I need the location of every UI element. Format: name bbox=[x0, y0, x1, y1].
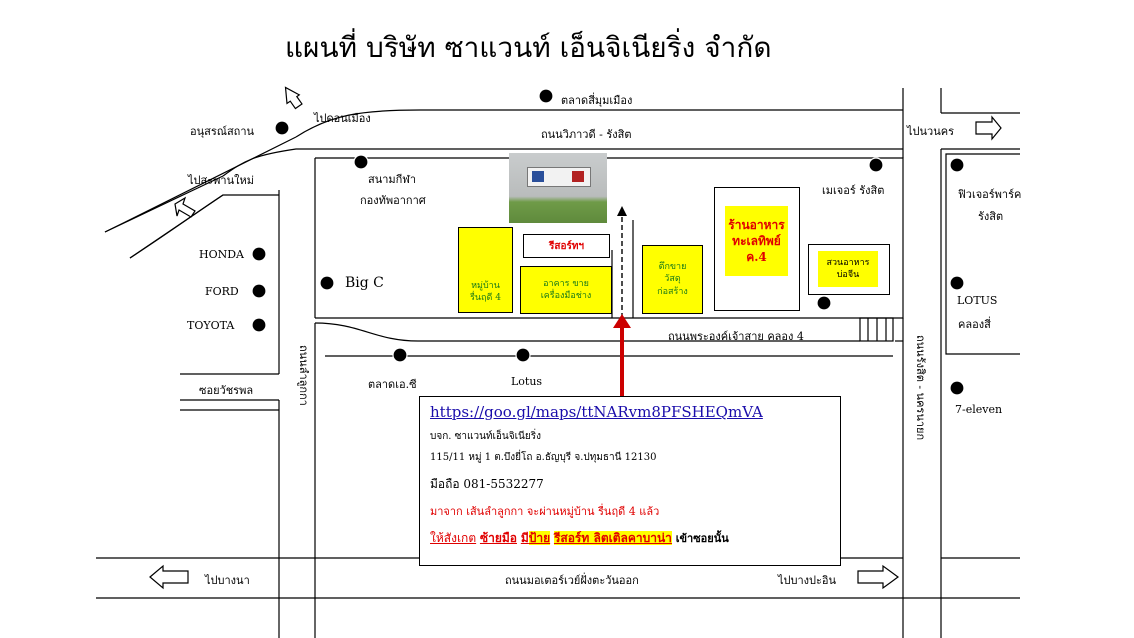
pin-talat-aor-sor bbox=[392, 347, 408, 363]
to-saphan-mai-label: ไปสะพานใหม่ bbox=[188, 174, 254, 187]
info-card: https://goo.gl/maps/ttNARvm8PFSHEQmVA บจ… bbox=[419, 396, 841, 566]
route-arrow-head bbox=[613, 314, 631, 328]
to-nava-nakorn-label: ไปนวนคร bbox=[907, 125, 954, 138]
mobile-number: มือถือ 081-5532277 bbox=[430, 477, 544, 491]
diagonal-road-edge-3 bbox=[104, 175, 224, 233]
village-label-2: รื่นฤดี 4 bbox=[470, 292, 501, 303]
garden-restaurant-label-2: บ่อจีน bbox=[836, 270, 860, 280]
central-block-outline bbox=[315, 157, 904, 319]
pin-ford bbox=[251, 283, 267, 299]
ford-label: FORD bbox=[205, 285, 239, 298]
future-park-block bbox=[945, 153, 1020, 355]
motorway-label: ถนนมอเตอร์เวย์ฝั่งตะวันออก bbox=[505, 574, 639, 587]
lotus-klong-si-label-2: คลองสี่ bbox=[958, 318, 991, 331]
honda-label: HONDA bbox=[199, 248, 244, 261]
lotus-klong-si-label-1: LOTUS bbox=[957, 294, 998, 307]
pin-lotus-klong-si bbox=[949, 275, 965, 291]
right-road-label: ถนนรังสิต - นครนายก bbox=[914, 335, 927, 440]
to-bang-na-label: ไปบางนา bbox=[205, 574, 250, 587]
seafood-restaurant-box: ร้านอาหาร ทะเลทิพย์ ค.4 bbox=[725, 206, 788, 276]
map-link[interactable]: https://goo.gl/maps/ttNARvm8PFSHEQmVA bbox=[430, 403, 763, 421]
route-instruction: มาจาก เส้นลำลูกกา จะผ่านหมู่บ้าน รื่นฤดี… bbox=[430, 505, 660, 518]
garden-restaurant-box: สวนอาหาร บ่อจีน bbox=[818, 251, 878, 287]
have-text: มี bbox=[520, 531, 529, 545]
pin-future-park bbox=[949, 157, 965, 173]
future-park-label-1: ฟิวเจอร์พาร์ค bbox=[958, 188, 1022, 201]
company-photo bbox=[509, 153, 607, 223]
pin-big-c bbox=[319, 275, 335, 291]
soi-witcharaphon-label: ซอยวัชรพล bbox=[199, 384, 254, 397]
phra-ong-road-bottom bbox=[314, 322, 860, 342]
sign-text: ป้าย bbox=[528, 531, 551, 545]
lam-luk-ka-road-label: ถนนลำลูกกา bbox=[297, 345, 310, 406]
left-block-edge-1 bbox=[129, 194, 279, 259]
arrow-to-bang-pa-in bbox=[857, 564, 900, 590]
left-hand-text: ซ้ายมือ bbox=[479, 531, 517, 545]
future-park-label-2: รังสิต bbox=[978, 210, 1004, 223]
pin-honda bbox=[251, 246, 267, 262]
company-sign bbox=[527, 167, 591, 187]
talat-aor-sor-label: ตลาดเอ.ซี bbox=[368, 378, 417, 391]
garden-restaurant-label-1: สวนอาหาร bbox=[826, 257, 870, 268]
arrow-to-bang-na bbox=[149, 564, 189, 590]
pin-major bbox=[868, 157, 884, 173]
pin-anusawari bbox=[274, 120, 290, 136]
to-don-mueang-label: ไปดอนเมือง bbox=[314, 112, 371, 125]
phra-ong-road-label: ถนนพระองค์เจ้าสาย คลอง 4 bbox=[668, 330, 804, 343]
building-materials-label-1: ตึกขาย bbox=[658, 262, 687, 273]
vibhavadi-road-label: ถนนวิภาวดี - รังสิต bbox=[541, 128, 632, 141]
arrow-to-don-mueang bbox=[284, 86, 303, 110]
seven-eleven-label: 7-eleven bbox=[955, 403, 1003, 416]
to-bang-pa-in-label: ไปบางปะอิน bbox=[778, 574, 837, 587]
page-title: แผนที่ บริษัท ซาแวนท์ เอ็นจิเนียริ่ง จำก… bbox=[285, 31, 772, 64]
seafood-restaurant-label-3: ค.4 bbox=[746, 250, 767, 265]
notice-line: ให้สังเกต ซ้ายมือ มีป้าย รีสอร์ท ลิตเติล… bbox=[430, 529, 729, 548]
major-label: เมเจอร์ รังสิต bbox=[822, 184, 885, 197]
resort-name-text: รีสอร์ท ลิตเติลคาบาน่า bbox=[553, 531, 672, 545]
building-materials-label-3: ก่อสร้าง bbox=[657, 286, 688, 297]
notice-prefix: ให้สังเกต bbox=[430, 531, 477, 545]
vibhavadi-road-edge-top bbox=[295, 109, 903, 138]
tool-shop-label-2: เครื่องมือช่าง bbox=[540, 291, 592, 301]
pin-toyota bbox=[251, 317, 267, 333]
building-materials-label-2: วัสดุ bbox=[664, 274, 681, 285]
anusawari-label: อนุสรณ์สถาน bbox=[190, 125, 255, 138]
tool-shop-label-1: อาคาร ขาย bbox=[543, 278, 589, 289]
pin-stadium bbox=[353, 154, 369, 170]
resort-box: รีสอร์ทฯ bbox=[523, 234, 610, 258]
stadium-label-1: สนามกีฬา bbox=[368, 173, 417, 186]
pin-seven-eleven bbox=[949, 380, 965, 396]
company-name: บจก. ซาแวนท์เอ็นจิเนียริ่ง bbox=[430, 431, 541, 442]
pin-talat-si-mum bbox=[538, 88, 554, 104]
tool-shop-box: อาคาร ขาย เครื่องมือช่าง bbox=[520, 266, 612, 314]
seafood-restaurant-label-2: ทะเลทิพย์ bbox=[732, 233, 781, 248]
pin-lotus bbox=[515, 347, 531, 363]
talat-si-mum-label: ตลาดสี่มุมเมือง bbox=[561, 94, 633, 107]
lotus-label: Lotus bbox=[511, 375, 543, 388]
soi-arrowhead bbox=[617, 206, 627, 216]
seafood-restaurant-label-1: ร้านอาหาร bbox=[728, 217, 785, 232]
enter-soi-text: เข้าซอยนั้น bbox=[675, 532, 729, 545]
toyota-label: TOYOTA bbox=[187, 319, 235, 332]
arrow-to-saphan-mai bbox=[174, 196, 196, 218]
big-c-label: Big C bbox=[345, 275, 384, 291]
arrow-to-nava-nakorn bbox=[975, 115, 1002, 141]
stadium-label-2: กองทัพอากาศ bbox=[360, 194, 426, 207]
pin-garden-restaurant bbox=[816, 295, 832, 311]
village-label-1: หมู่บ้าน bbox=[471, 280, 500, 291]
company-address: 115/11 หมู่ 1 ต.บึงยี่โถ อ.ธัญบุรี จ.ปทุ… bbox=[430, 452, 657, 463]
building-materials-box: ตึกขาย วัสดุ ก่อสร้าง bbox=[642, 245, 703, 314]
village-box: หมู่บ้าน รื่นฤดี 4 bbox=[458, 227, 513, 313]
